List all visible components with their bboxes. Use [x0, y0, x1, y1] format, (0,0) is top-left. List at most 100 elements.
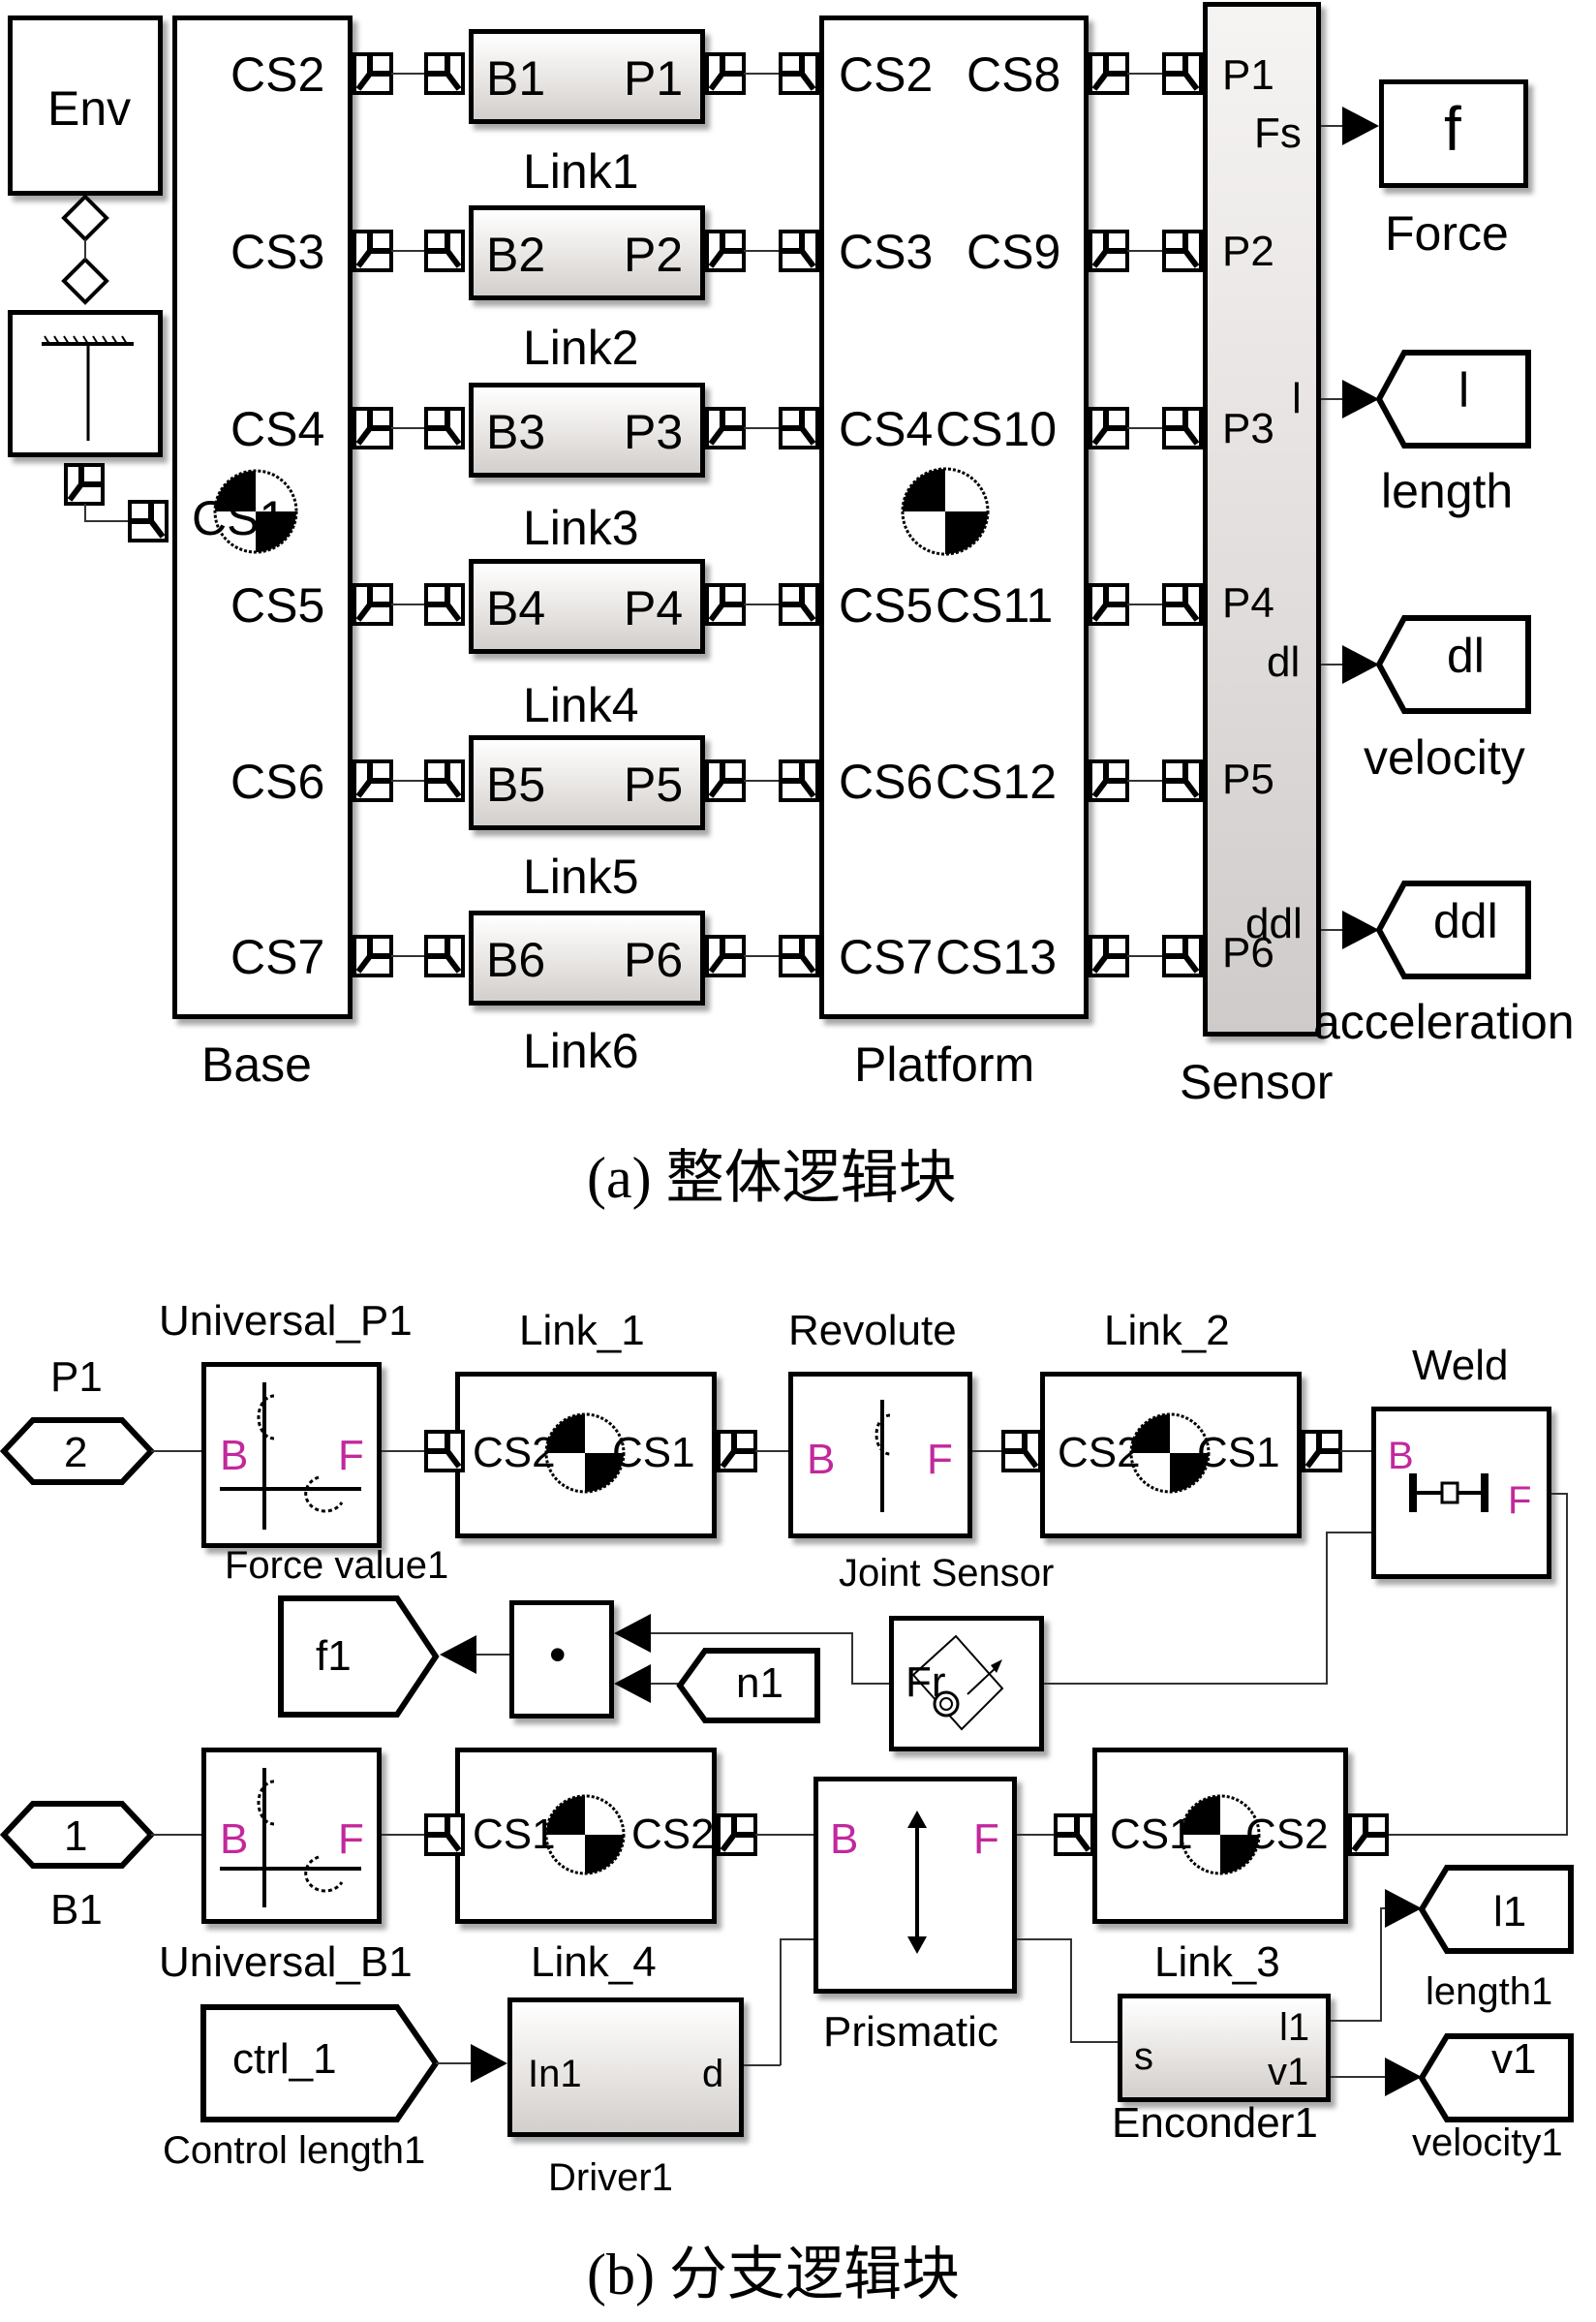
force-scope-block[interactable]: f: [1379, 79, 1528, 188]
driver-block[interactable]: In1 d: [507, 1997, 744, 2137]
base-out-port[interactable]: [353, 583, 393, 626]
link5-block[interactable]: [469, 735, 705, 830]
prismatic-block[interactable]: B F: [813, 1777, 1017, 1994]
platform-out-port[interactable]: [1089, 52, 1129, 95]
link-4-out-port[interactable]: [717, 1813, 757, 1856]
ground-icon: [42, 335, 134, 441]
link5-name: Link5: [523, 850, 639, 904]
link2-block[interactable]: [469, 205, 705, 300]
n1-tag: n1: [736, 1659, 783, 1707]
link3-left-port: B3: [486, 405, 546, 459]
joint-sensor-block[interactable]: Fr: [889, 1616, 1044, 1751]
platform-out-port[interactable]: [1089, 935, 1129, 977]
platform-in-port[interactable]: [779, 230, 819, 272]
link1-left-port: B1: [486, 51, 546, 106]
sensor-in-p2: P2: [1222, 228, 1274, 275]
platform-out-port[interactable]: [1089, 407, 1129, 449]
link-in-port[interactable]: [424, 759, 465, 802]
link-out-port[interactable]: [705, 230, 746, 272]
sensor-in-port[interactable]: [1162, 230, 1203, 272]
goto-dl-label: dl: [1447, 629, 1485, 683]
link6-block[interactable]: [469, 911, 705, 1006]
ground-block[interactable]: [8, 310, 163, 457]
platform-right-cs11: CS11: [936, 578, 1054, 633]
encoder-out-v1: v1: [1268, 2051, 1309, 2093]
link3-right-port: P3: [624, 405, 684, 459]
link4-block[interactable]: [469, 559, 705, 654]
platform-in-port[interactable]: [779, 759, 819, 802]
platform-in-port[interactable]: [779, 935, 819, 977]
sensor-in-port[interactable]: [1162, 52, 1203, 95]
platform-in-port[interactable]: [779, 583, 819, 626]
ground-port[interactable]: [64, 463, 105, 506]
prismatic-arrow-icon: [907, 1811, 927, 1954]
sensor-in-port[interactable]: [1162, 759, 1203, 802]
link-2-out-port[interactable]: [1302, 1430, 1342, 1472]
base-out-port[interactable]: [353, 407, 393, 449]
ground-base-wire: [84, 504, 130, 522]
link-3-in-port[interactable]: [1054, 1813, 1094, 1856]
env-connector-top-icon: [61, 194, 109, 242]
link-1-out-port[interactable]: [717, 1430, 757, 1472]
dot-product-output-arrow-icon: [440, 1635, 476, 1674]
base-out-port[interactable]: [353, 52, 393, 95]
link-out-port[interactable]: [705, 407, 746, 449]
link6-left-port: B6: [486, 933, 546, 987]
driver-in: In1: [528, 2053, 582, 2095]
revolute-block[interactable]: B F: [788, 1372, 972, 1538]
prismatic-f: F: [973, 1815, 999, 1863]
link-1-right: CS1: [612, 1429, 695, 1476]
platform-block[interactable]: [819, 15, 1089, 1019]
base-port-cs2: CS2: [230, 47, 325, 102]
universal-p1-name: Universal_P1: [159, 1297, 413, 1345]
joint-sensor-icon: [911, 1634, 1004, 1731]
base-cs1-port[interactable]: [128, 500, 169, 542]
base-out-port[interactable]: [353, 759, 393, 802]
dot-input1-arrow-icon: [614, 1614, 651, 1653]
universal-b1-block[interactable]: B F: [201, 1748, 382, 1924]
link-out-port[interactable]: [705, 52, 746, 95]
link-out-port[interactable]: [705, 583, 746, 626]
env-block[interactable]: Env: [8, 15, 163, 196]
sensor-out-fs: Fs: [1254, 109, 1302, 157]
prismatic-b: B: [830, 1815, 859, 1863]
base-out-port[interactable]: [353, 230, 393, 272]
platform-out-port[interactable]: [1089, 583, 1129, 626]
link-1-left: CS2: [473, 1429, 556, 1476]
link-in-port[interactable]: [424, 230, 465, 272]
inport-p1-name: P1: [50, 1353, 103, 1401]
platform-in-port[interactable]: [779, 407, 819, 449]
link-4-block[interactable]: [455, 1748, 717, 1924]
weld-block[interactable]: B F: [1371, 1407, 1551, 1579]
driver-input-arrow-icon: [471, 2044, 507, 2083]
goto-l1-name: length1: [1426, 1970, 1553, 2013]
link-in-port[interactable]: [424, 52, 465, 95]
platform-in-port[interactable]: [779, 52, 819, 95]
link3-block[interactable]: [469, 383, 705, 478]
sensor-in-port[interactable]: [1162, 407, 1203, 449]
link-1-block[interactable]: [455, 1372, 717, 1538]
sensor-in-port[interactable]: [1162, 935, 1203, 977]
platform-out-port[interactable]: [1089, 759, 1129, 802]
link-2-right: CS1: [1197, 1429, 1280, 1476]
link-out-port[interactable]: [705, 759, 746, 802]
link-in-port[interactable]: [424, 935, 465, 977]
link-in-port[interactable]: [424, 407, 465, 449]
base-out-port[interactable]: [353, 935, 393, 977]
platform-out-port[interactable]: [1089, 230, 1129, 272]
link1-right-port: P1: [624, 51, 684, 106]
dot-product-block[interactable]: •: [509, 1600, 614, 1718]
universal-p1-block[interactable]: B F: [201, 1362, 382, 1548]
link-in-port[interactable]: [424, 583, 465, 626]
sensor-in-port[interactable]: [1162, 583, 1203, 626]
sensor-block[interactable]: [1203, 2, 1321, 1037]
link-2-in-port[interactable]: [1001, 1430, 1042, 1472]
link-out-port[interactable]: [705, 935, 746, 977]
driver-name: Driver1: [548, 2156, 673, 2199]
platform-right-cs10: CS10: [936, 402, 1058, 456]
encoder-block[interactable]: s l1 v1: [1118, 1994, 1331, 2102]
revolute-f: F: [927, 1436, 953, 1483]
link-4-right: CS2: [631, 1811, 715, 1858]
link1-block[interactable]: [469, 29, 705, 124]
link-3-out-port[interactable]: [1348, 1813, 1389, 1856]
